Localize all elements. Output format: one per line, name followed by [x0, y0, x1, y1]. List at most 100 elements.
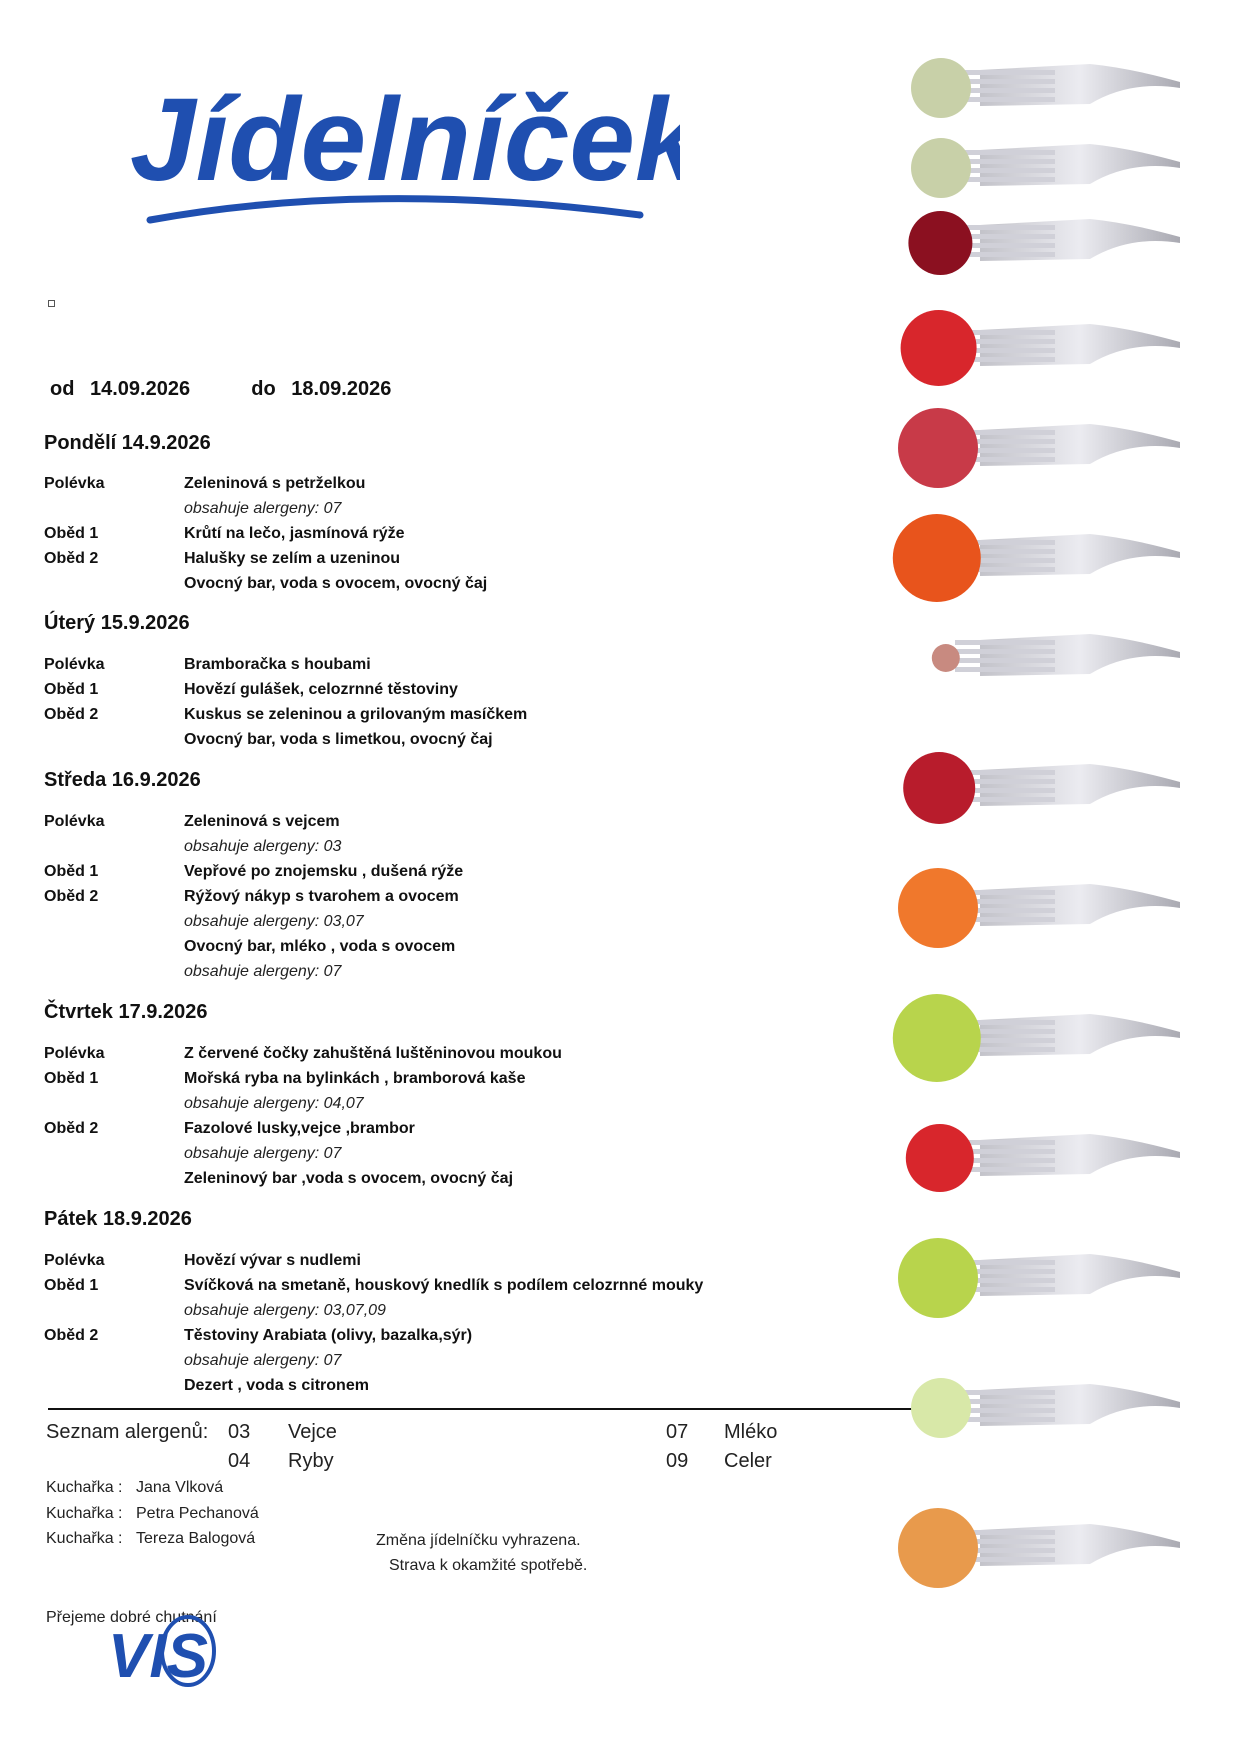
- fork-tine: [955, 917, 1055, 922]
- forks-decoration: [892, 58, 1180, 1588]
- allergen-code: 04: [228, 1450, 251, 1472]
- fork-tine: [955, 1020, 1055, 1025]
- fork-tine: [955, 1260, 1055, 1265]
- title-logo-graphic: Jídelníček: [130, 74, 706, 224]
- vis-logo-ring: [160, 1615, 216, 1687]
- fork-tine: [955, 1530, 1055, 1535]
- fork-tine: [955, 159, 1055, 164]
- strawberry-icon: [905, 1124, 974, 1192]
- chili-pepper-icon: [892, 514, 981, 602]
- row-text: Kuskus se zeleninou a grilovaným masíčke…: [184, 706, 528, 723]
- fork-tine: [955, 1417, 1055, 1422]
- fork-with-food: [892, 514, 1180, 602]
- fork-tine: [955, 225, 1055, 230]
- fork-tine: [955, 899, 1055, 904]
- fork-tine: [955, 430, 1055, 435]
- allergen-note: obsahuje alergeny: 07: [184, 1352, 342, 1369]
- bean-icon: [931, 644, 960, 672]
- fork-tine: [955, 640, 1055, 645]
- fork-tine: [955, 770, 1055, 775]
- fork-tine: [955, 797, 1055, 802]
- fork-tine: [955, 1029, 1055, 1034]
- fork-tine: [955, 448, 1055, 453]
- fork-with-food: [908, 211, 1180, 275]
- row-label: Oběd 1: [44, 681, 99, 698]
- apricot-icon: [898, 1508, 978, 1588]
- fork-tine: [955, 177, 1055, 182]
- fork-tine: [955, 1390, 1055, 1395]
- row-label: Polévka: [44, 475, 105, 492]
- cook-name: Tereza Balogová: [136, 1530, 256, 1547]
- allergen-list-label: Seznam alergenů:: [46, 1421, 209, 1443]
- row-label: Oběd 2: [44, 706, 99, 723]
- menu-row: obsahuje alergeny: 04,07: [44, 1095, 804, 1119]
- fork-tine: [955, 70, 1055, 75]
- fork-tine: [955, 667, 1055, 672]
- row-label: Oběd 1: [44, 863, 99, 880]
- row-text: Dezert , voda s citronem: [184, 1377, 369, 1394]
- row-text: Krůtí na lečo, jasmínová rýže: [184, 525, 405, 542]
- fork-tine: [955, 357, 1055, 362]
- fork-tine: [955, 540, 1055, 545]
- row-label: Oběd 2: [44, 1120, 99, 1137]
- cook-name: Jana Vlková: [136, 1479, 224, 1496]
- fork-with-food: [903, 752, 1180, 824]
- row-label: Polévka: [44, 813, 105, 830]
- range-to-date: 18.09.2026: [291, 378, 392, 400]
- menu-row: obsahuje alergeny: 03: [44, 838, 804, 862]
- menu-row: Oběd 2 Kuskus se zeleninou a grilovaným m…: [44, 706, 804, 730]
- cherry-icon: [908, 211, 973, 275]
- title-swoosh: [146, 195, 644, 224]
- day-title-wednesday: Středa 16.9.2026: [44, 769, 201, 791]
- melon-ball-icon: [911, 138, 971, 198]
- fork-tine: [955, 1149, 1055, 1154]
- strawberry-icon: [900, 310, 977, 386]
- allergen-note: obsahuje alergeny: 04,07: [184, 1095, 364, 1112]
- fork-tine: [955, 252, 1055, 257]
- menu-row: obsahuje alergeny: 03,07,09: [44, 1302, 804, 1326]
- allergen-note: obsahuje alergeny: 07: [184, 963, 342, 980]
- allergen-name: Vejce: [288, 1421, 337, 1443]
- row-text: Zeleninová s petrželkou: [184, 475, 366, 492]
- menu-row: obsahuje alergeny: 07: [44, 1352, 804, 1376]
- day-title-tuesday: Úterý 15.9.2026: [44, 612, 190, 634]
- fork-tine: [955, 457, 1055, 462]
- fork-with-food: [911, 58, 1180, 118]
- row-text: Bramboračka s houbami: [184, 656, 371, 673]
- fork-tine: [955, 788, 1055, 793]
- fork-tine: [955, 330, 1055, 335]
- row-text: Rýžový nákyp s tvarohem a ovocem: [184, 888, 459, 905]
- fork-with-food: [900, 310, 1180, 386]
- page-title: Jídelníček: [130, 74, 680, 206]
- fork-tine: [955, 243, 1055, 248]
- range-to-label: do: [251, 378, 276, 400]
- row-label: Oběd 1: [44, 1277, 99, 1294]
- menu-row: Oběd 1 Hovězí gulášek, celozrnné těstovin…: [44, 681, 804, 705]
- fork-tine: [955, 1539, 1055, 1544]
- row-text: Hovězí gulášek, celozrnné těstoviny: [184, 681, 458, 698]
- fork-tine: [955, 234, 1055, 239]
- fork-tine: [955, 1408, 1055, 1413]
- menu-title-logo: Jídelníček: [120, 40, 706, 240]
- fork-tine: [955, 549, 1055, 554]
- fork-with-food: [911, 138, 1180, 198]
- row-label: Polévka: [44, 1045, 105, 1062]
- date-range: od 14.09.2026 do 18.09.2026: [50, 378, 391, 401]
- menu-row: obsahuje alergeny: 07: [44, 500, 804, 524]
- allergen-note: obsahuje alergeny: 03,07: [184, 913, 364, 930]
- row-text: Ovocný bar, mléko , voda s ovocem: [184, 938, 456, 955]
- cucumber-slice-icon: [892, 994, 981, 1082]
- fork-tine: [955, 1269, 1055, 1274]
- vis-logo: VIS: [108, 1605, 278, 1691]
- fork-with-food: [898, 408, 1180, 488]
- grated-carrot-icon: [898, 868, 978, 948]
